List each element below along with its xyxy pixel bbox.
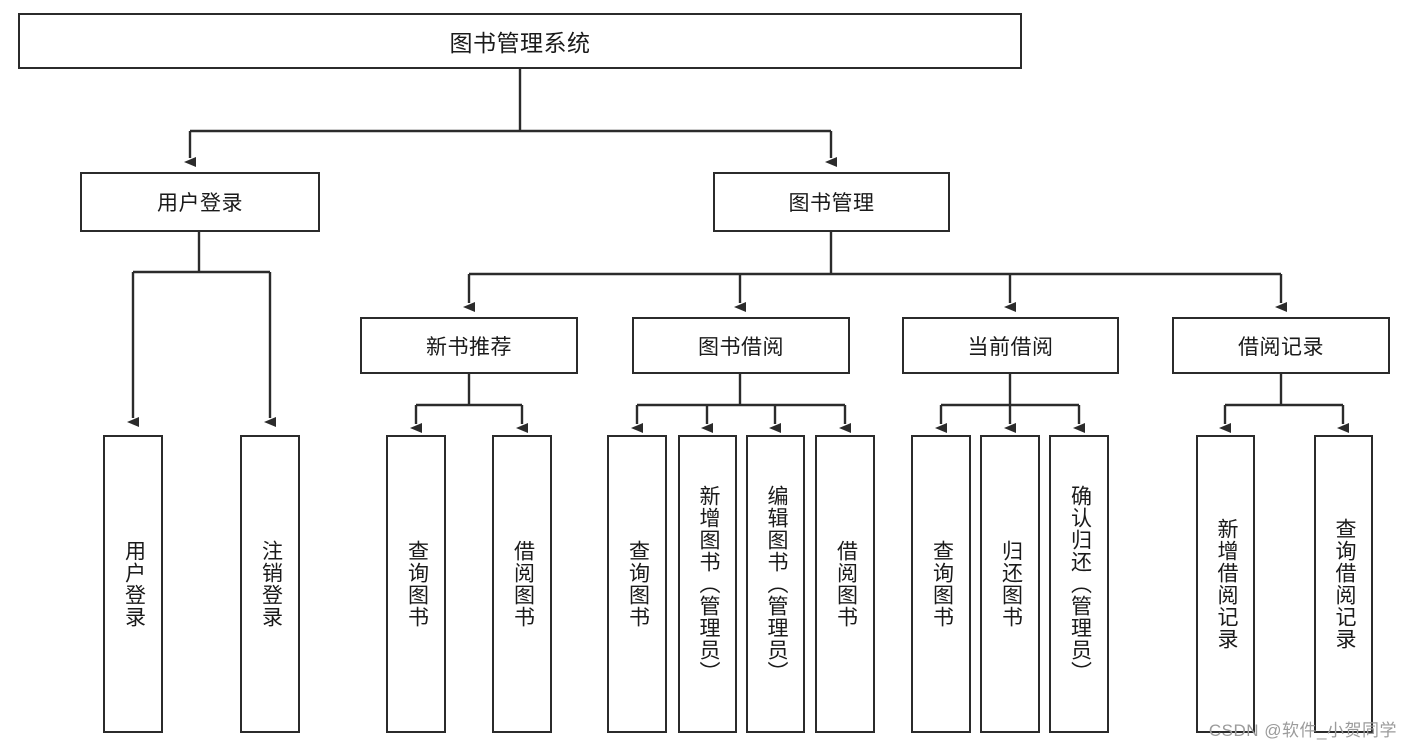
node-label: 编辑图书（管理员） [764,485,788,683]
node-book-management[interactable]: 图书管理 [713,172,950,232]
node-root-system[interactable]: 图书管理系统 [18,13,1022,69]
leaf-borrow-add-book-admin[interactable]: 新增图书（管理员） [678,435,737,733]
leaf-user-login-login[interactable]: 用户登录 [103,435,163,733]
node-label: 查询图书 [405,540,429,628]
leaf-current-return-book[interactable]: 归还图书 [980,435,1040,733]
leaf-borrow-borrow-book[interactable]: 借阅图书 [815,435,875,733]
node-current-borrow[interactable]: 当前借阅 [902,317,1119,374]
node-label: 用户登录 [122,540,146,628]
leaf-borrow-edit-book-admin[interactable]: 编辑图书（管理员） [746,435,805,733]
watermark-text: CSDN @软件_小贺同学 [1208,721,1397,740]
node-label: 注销登录 [259,540,283,628]
node-label: 归还图书 [999,540,1023,628]
node-label: 用户登录 [157,192,243,215]
node-label: 新增借阅记录 [1214,518,1238,650]
node-label: 确认归还（管理员） [1068,485,1092,683]
node-label: 图书管理系统 [449,30,591,56]
node-new-book-recommend[interactable]: 新书推荐 [360,317,578,374]
node-label: 图书借阅 [698,335,784,359]
leaf-newbook-query-book[interactable]: 查询图书 [386,435,446,733]
node-label: 新书推荐 [426,335,512,359]
node-user-login[interactable]: 用户登录 [80,172,320,232]
leaf-current-query-book[interactable]: 查询图书 [911,435,971,733]
node-label: 查询借阅记录 [1332,518,1356,650]
leaf-record-add-record[interactable]: 新增借阅记录 [1196,435,1255,733]
leaf-current-confirm-return-admin[interactable]: 确认归还（管理员） [1049,435,1109,733]
node-label: 新增图书（管理员） [696,485,720,683]
node-book-borrow[interactable]: 图书借阅 [632,317,850,374]
leaf-borrow-query-book[interactable]: 查询图书 [607,435,667,733]
node-label: 查询图书 [930,540,954,628]
node-label: 图书管理 [788,192,875,215]
leaf-newbook-borrow-book[interactable]: 借阅图书 [492,435,552,733]
node-borrow-record[interactable]: 借阅记录 [1172,317,1390,374]
leaf-user-login-logout[interactable]: 注销登录 [240,435,300,733]
node-label: 查询图书 [626,540,650,628]
node-label: 借阅记录 [1238,335,1324,359]
node-label: 借阅图书 [834,540,858,628]
node-label: 借阅图书 [511,540,535,628]
leaf-record-query-record[interactable]: 查询借阅记录 [1314,435,1373,733]
node-label: 当前借阅 [967,335,1054,359]
